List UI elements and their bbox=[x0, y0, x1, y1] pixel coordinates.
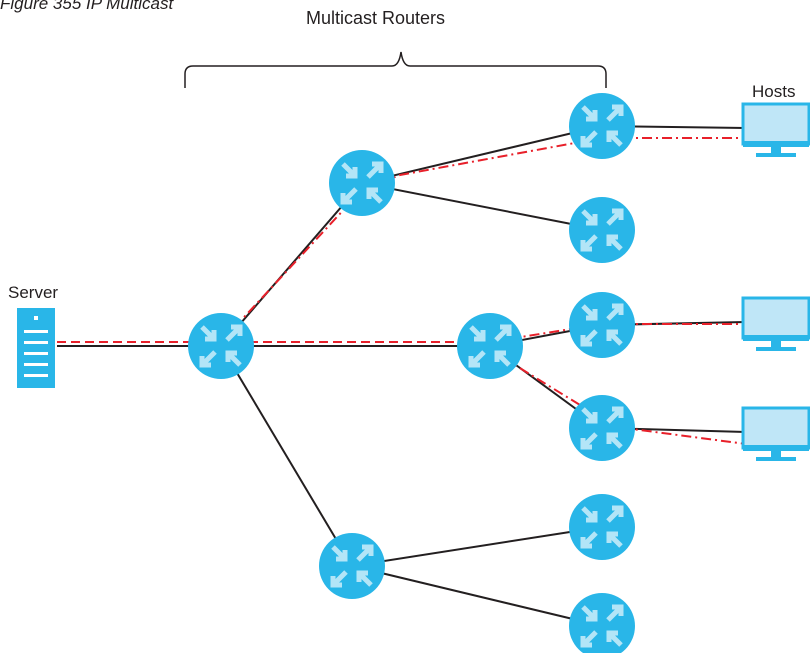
link-r-lower-r-lower-bottom bbox=[351, 565, 603, 627]
network-links bbox=[57, 125, 747, 627]
server-label: Server bbox=[8, 283, 59, 302]
router-icon bbox=[329, 150, 395, 216]
figure-caption: Figure 355 IP Multicast bbox=[0, 0, 174, 13]
link-r-core-r-upper bbox=[220, 182, 363, 347]
monitor-icon bbox=[741, 296, 810, 351]
router-icon bbox=[188, 313, 254, 379]
multicast-routers-brace bbox=[184, 51, 607, 88]
link-r-core-r-lower bbox=[220, 345, 353, 567]
link-r-upper-r-top-right bbox=[361, 125, 603, 184]
router-icon bbox=[569, 197, 635, 263]
network-nodes bbox=[17, 93, 810, 653]
multicast-path-r-core-r-upper bbox=[220, 189, 363, 343]
router-icon bbox=[569, 395, 635, 461]
router-icon bbox=[319, 533, 385, 599]
link-r-lower-r-lower-top bbox=[351, 526, 603, 567]
multicast-path-r-upper-r-top-right bbox=[361, 137, 603, 191]
hosts-label: Hosts bbox=[752, 82, 796, 101]
router-icon bbox=[457, 313, 523, 379]
server-icon bbox=[17, 308, 55, 388]
monitor-icon bbox=[741, 406, 810, 461]
multicast-routers-label: Multicast Routers bbox=[306, 8, 446, 28]
link-r-upper-r-upper-leaf bbox=[361, 182, 603, 231]
router-icon bbox=[569, 93, 635, 159]
router-icon bbox=[569, 494, 635, 560]
router-icon bbox=[569, 593, 635, 653]
monitor-icon bbox=[741, 102, 810, 157]
router-icon bbox=[569, 292, 635, 358]
multicast-path bbox=[57, 137, 747, 445]
